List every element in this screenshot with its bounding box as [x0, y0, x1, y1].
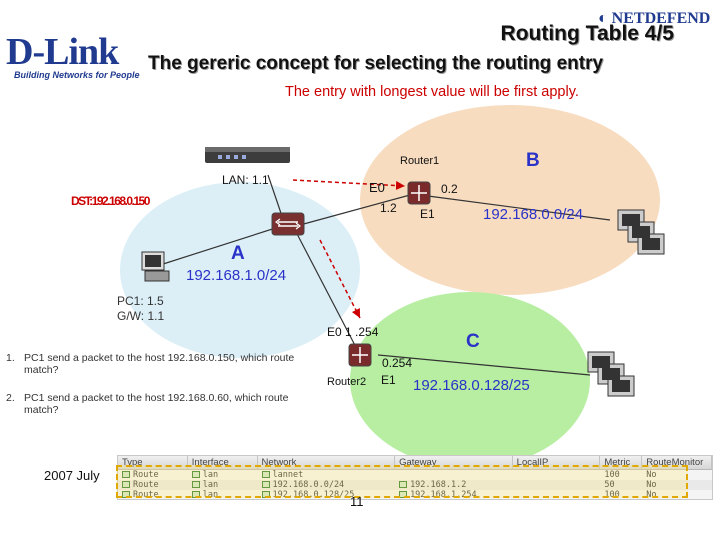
firewall-device-icon: [205, 147, 290, 163]
router2-label: Router2: [327, 376, 367, 388]
route-type: Route: [133, 470, 159, 480]
interface-icon: [191, 481, 200, 488]
header-metric[interactable]: Metric: [600, 456, 643, 469]
question-text: PC1 send a packet to the host 192.168.0.…: [24, 352, 295, 376]
page-number: 11: [350, 494, 364, 509]
question-list: 1. PC1 send a packet to the host 192.168…: [6, 352, 316, 432]
route-metric: 100: [604, 490, 620, 500]
route-network: lannet: [272, 470, 304, 480]
pc1-address: PC1: 1.5: [117, 294, 164, 308]
route-monitor: No: [646, 480, 657, 490]
question-text: PC1 send a packet to the host 192.168.0.…: [24, 392, 289, 416]
page-subtitle: The gereric concept for selecting the ro…: [148, 53, 604, 74]
gateway-icon: [399, 481, 408, 488]
dlink-brand: D-Link: [6, 31, 119, 73]
zone-a-label: A: [231, 243, 245, 264]
link-router1-b: [427, 195, 611, 221]
route-monitor: No: [646, 490, 657, 500]
zone-b-network: 192.168.0.0/24: [483, 206, 584, 223]
dst-overlay-label: DST:192.168.0.150: [71, 194, 150, 208]
table-row[interactable]: Route lan 192.168.0.0/24 192.168.1.2 50 …: [118, 480, 712, 490]
dlink-logo: D-Link Building Networks for People: [6, 31, 146, 80]
route-network: 192.168.0.0/24: [272, 480, 345, 490]
zone-c-network: 192.168.0.128/25: [413, 377, 530, 394]
link-switch-router2: [294, 229, 361, 356]
route-interface: lan: [202, 470, 219, 480]
netdefend-shield-icon: ◐: [598, 10, 612, 27]
route-type: Route: [133, 480, 159, 490]
zone-b-area: [360, 105, 660, 295]
router1-e1-label: E1: [420, 207, 435, 221]
header-localip[interactable]: LocalIP: [513, 456, 601, 469]
router2-icon: [348, 343, 372, 367]
dlink-tagline: Building Networks for People: [14, 70, 140, 80]
router1-e0-ip: 1.2: [380, 201, 397, 215]
header-gateway[interactable]: Gateway: [395, 456, 513, 469]
route-metric: 100: [604, 470, 620, 480]
page-title: Routing Table 4/5: [500, 22, 674, 45]
route-icon: [122, 481, 130, 488]
switch-icon: [271, 212, 305, 236]
router1-e0-label: E0: [369, 180, 385, 195]
route-gateway: 192.168.1.2: [410, 480, 467, 490]
flow-arrow-to-router2: [319, 239, 361, 319]
route-network: 192.168.0.128/25: [272, 490, 355, 500]
pc-cluster-c-icon: [587, 351, 635, 397]
router2-e1-ip: 0.254: [382, 356, 413, 370]
pc1-gateway: G/W: 1.1: [117, 309, 165, 323]
router1-e1-ip: 0.2: [441, 182, 458, 196]
pc1-icon: [141, 251, 170, 282]
network-icon: [261, 471, 270, 478]
route-icon: [122, 471, 130, 478]
netdefend-logo: ◐ NETDEFEND: [598, 10, 710, 28]
header-routemonitor[interactable]: RouteMonitor: [642, 456, 712, 469]
zone-a-network: 192.168.1.0/24: [186, 267, 287, 284]
link-router2-c: [377, 354, 591, 376]
lan-label: LAN: 1.1: [222, 173, 269, 187]
header-interface[interactable]: Interface: [188, 456, 258, 469]
link-switch-pc1: [159, 224, 286, 266]
link-switch-router1: [299, 194, 411, 226]
flow-arrow-to-router1: [292, 179, 406, 191]
rule-text: The entry with longest value will be fir…: [285, 84, 579, 100]
router1-label: Router1: [400, 155, 440, 167]
route-interface: lan: [202, 480, 219, 490]
route-gateway: 192.168.1.254: [410, 490, 477, 500]
route-type: Route: [133, 490, 159, 500]
router2-e1-label: E1: [381, 373, 396, 387]
question-number: 1.: [6, 352, 15, 364]
router2-e0-ip: 1 .254: [345, 325, 379, 339]
route-monitor: No: [646, 470, 657, 480]
router2-e0-label: E0: [327, 325, 342, 339]
router1-icon: [407, 181, 431, 205]
route-metric: 50: [604, 480, 615, 490]
zone-c-label: C: [466, 331, 480, 352]
interface-icon: [191, 471, 200, 478]
table-row[interactable]: Route lan lannet 100 No: [118, 470, 712, 480]
route-interface: lan: [202, 490, 219, 500]
question-number: 2.: [6, 392, 15, 404]
zone-b-label: B: [526, 150, 540, 171]
footer-date: 2007 July: [44, 468, 100, 483]
netdefend-brand: NETDEFEND: [611, 10, 711, 27]
pc-cluster-b-icon: [617, 209, 665, 255]
network-icon: [261, 481, 270, 488]
zone-c-area: [350, 292, 590, 468]
header-network[interactable]: Network: [258, 456, 396, 469]
question-1: 1. PC1 send a packet to the host 192.168…: [6, 352, 316, 376]
route-table: Type Interface Network Gateway LocalIP M…: [117, 455, 713, 500]
header-type[interactable]: Type: [118, 456, 188, 469]
question-2: 2. PC1 send a packet to the host 192.168…: [6, 392, 316, 416]
route-match-highlight: [116, 465, 688, 498]
